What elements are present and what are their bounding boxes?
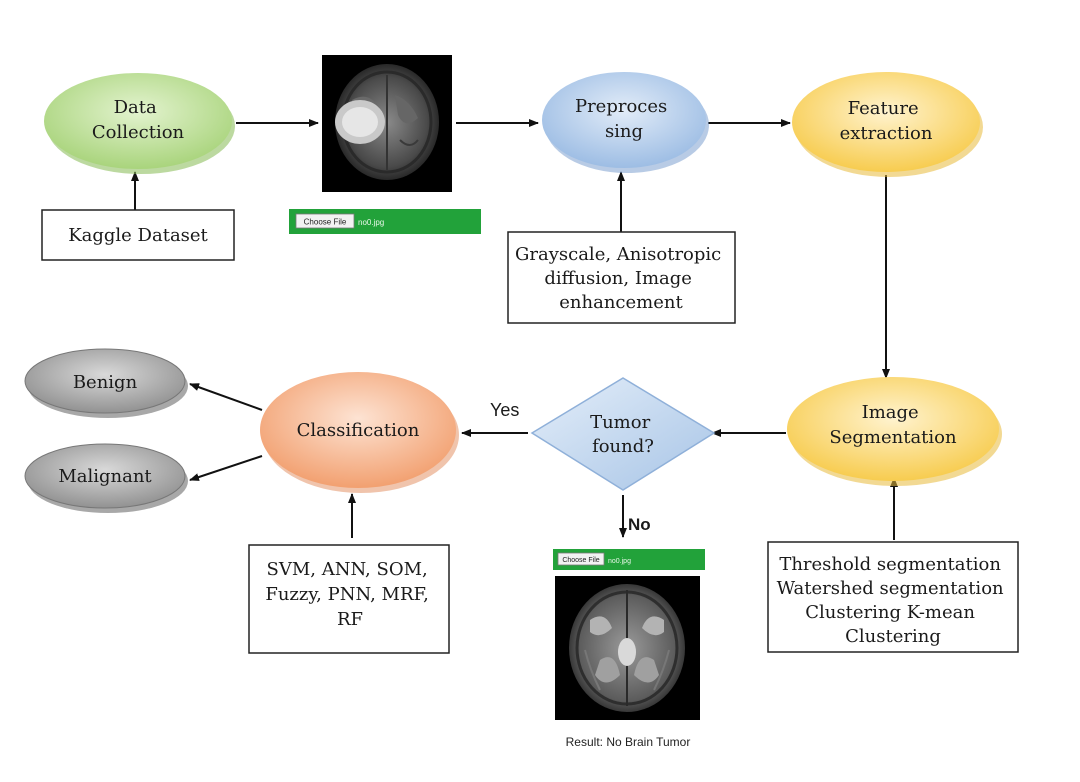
data-collection-label-2: Collection — [92, 122, 185, 143]
no-label: No — [628, 515, 651, 534]
classifiers-line-3: RF — [337, 609, 363, 630]
malignant-node: Malignant — [24, 443, 188, 513]
svg-text:Tumor found?: Tumor found? — [590, 412, 656, 457]
result-caption: Result: No Brain Tumor — [566, 735, 691, 749]
file-name-top: no0.jpg — [358, 218, 384, 227]
svg-text:Data Collection: Data Collection — [92, 97, 185, 143]
preprocessing-node: Preproces sing — [542, 72, 709, 173]
segmentation-methods-line-2: Watershed segmentation — [777, 578, 1004, 599]
preprocessing-label-2: sing — [605, 121, 643, 142]
preprocess-methods-line-2: diffusion, Image — [544, 268, 692, 289]
choose-file-button-top-label: Choose File — [304, 218, 347, 227]
preprocess-methods-box: Grayscale, Anisotropic diffusion, Image … — [507, 231, 736, 324]
mri-scan-tumor-image — [322, 55, 452, 192]
file-upload-top: Choose File no0.jpg — [289, 209, 481, 234]
svg-text:Grayscale, Anisotropic d: Grayscale, Anisotropic diffusion, Image … — [515, 244, 727, 313]
tumor-found-decision: Tumor found? — [530, 377, 716, 491]
feature-extraction-label-2: extraction — [840, 123, 933, 144]
classification-node: Classification — [260, 372, 459, 493]
arrow-classification-to-benign — [189, 383, 263, 411]
segmentation-methods-line-3: Clustering K-mean — [805, 602, 975, 623]
kaggle-dataset-box: Kaggle Dataset — [41, 209, 235, 261]
classifiers-line-1: SVM, ANN, SOM, — [267, 559, 428, 580]
benign-label: Benign — [73, 372, 138, 393]
kaggle-dataset-label: Kaggle Dataset — [68, 225, 208, 246]
file-upload-bottom: Choose File no0.jpg — [553, 549, 705, 570]
preprocessing-label-1: Preproces — [575, 96, 667, 117]
benign-node: Benign — [24, 348, 188, 418]
malignant-label: Malignant — [58, 466, 152, 487]
image-segmentation-label-1: Image — [862, 402, 919, 423]
preprocess-methods-line-3: enhancement — [559, 292, 683, 313]
classifiers-line-2: Fuzzy, PNN, MRF, — [265, 584, 429, 605]
choose-file-button-bottom-label: Choose File — [562, 557, 599, 564]
choose-file-button-top[interactable]: Choose File — [295, 213, 355, 229]
connectors — [131, 119, 898, 540]
choose-file-button-bottom[interactable]: Choose File — [557, 552, 605, 566]
svg-text:Threshold segmentation W: Threshold segmentation Watershed segment… — [777, 554, 1010, 647]
yes-label: Yes — [490, 400, 519, 420]
svg-text:SVM, ANN, SOM, Fuzzy, PN: SVM, ANN, SOM, Fuzzy, PNN, MRF, RF — [265, 559, 434, 630]
feature-extraction-node: Feature extraction — [792, 72, 983, 177]
tumor-found-label-1: Tumor — [590, 412, 651, 433]
svg-text:Image Segmentation: Image Segmentation — [829, 402, 957, 448]
mri-scan-normal-image — [555, 576, 700, 720]
classification-label: Classification — [297, 420, 420, 441]
segmentation-methods-box: Threshold segmentation Watershed segment… — [767, 541, 1019, 653]
segmentation-methods-line-1: Threshold segmentation — [779, 554, 1001, 575]
svg-text:Feature extraction: Feature extraction — [840, 98, 933, 144]
image-segmentation-node: Image Segmentation — [787, 377, 1002, 486]
file-name-bottom: no0.jpg — [608, 558, 631, 565]
arrow-classification-to-malignant — [189, 455, 263, 481]
image-segmentation-label-2: Segmentation — [829, 427, 957, 448]
classifiers-box: SVM, ANN, SOM, Fuzzy, PNN, MRF, RF — [248, 544, 450, 654]
tumor-found-label-2: found? — [592, 436, 654, 457]
feature-extraction-label-1: Feature — [848, 98, 919, 119]
data-collection-label-1: Data — [114, 97, 157, 118]
svg-text:Preproces sing: Preproces sing — [575, 96, 673, 142]
preprocess-methods-line-1: Grayscale, Anisotropic — [515, 244, 721, 265]
data-collection-node: Data Collection — [44, 73, 235, 174]
segmentation-methods-line-4: Clustering — [845, 626, 941, 647]
